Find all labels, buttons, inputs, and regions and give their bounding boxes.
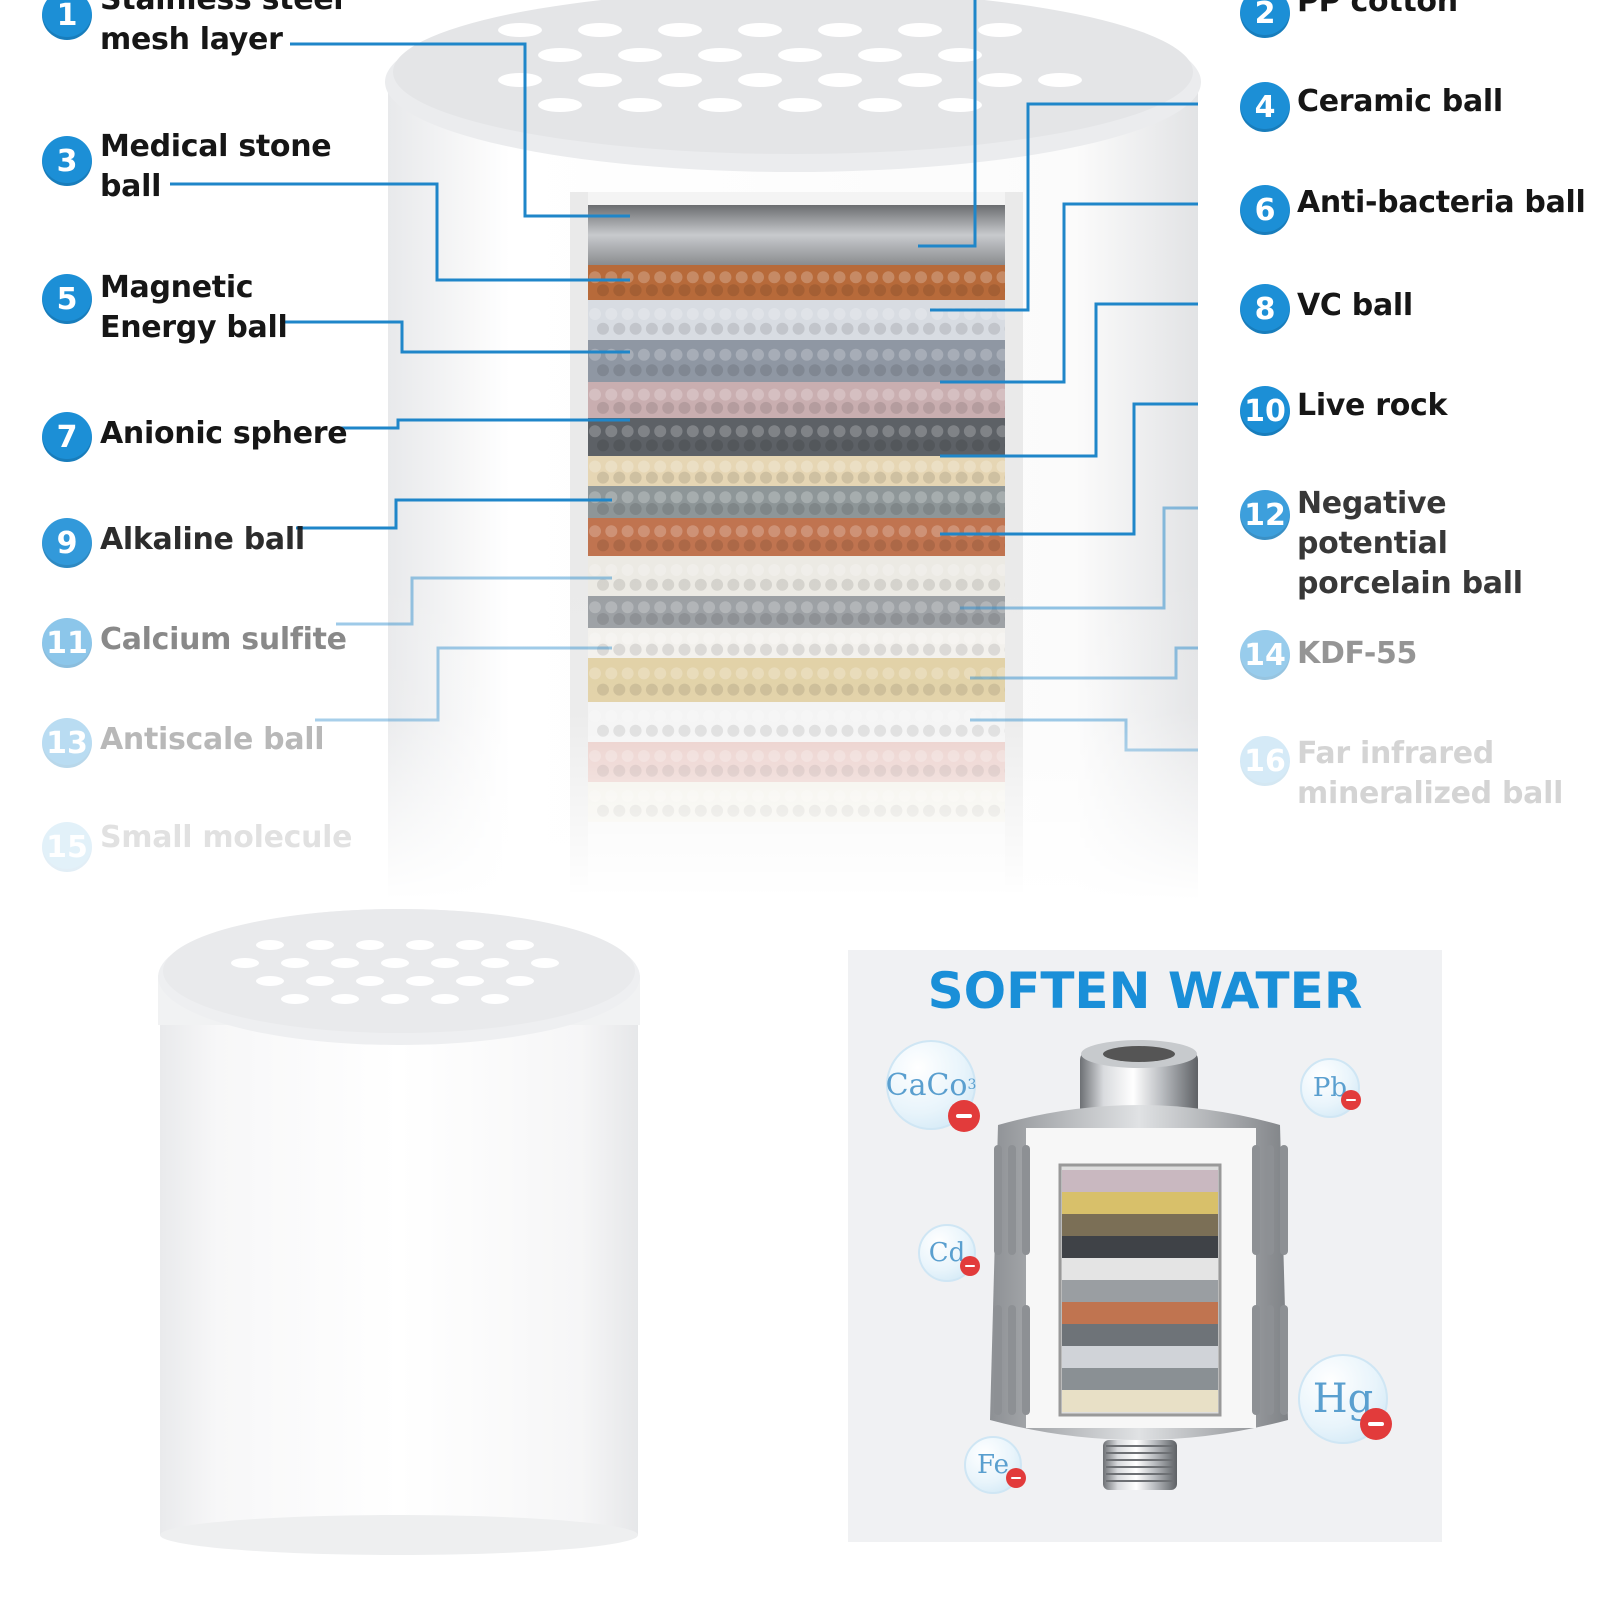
mini-media-layers (1062, 1170, 1218, 1412)
minus-icon (1006, 1468, 1026, 1488)
layer-label-2: PP cotton (1297, 0, 1458, 19)
layer-badge-4: 4 (1240, 82, 1290, 132)
shower-filter-unit (990, 1040, 1288, 1490)
layer-label-13: Antiscale ball (100, 722, 325, 757)
layer-label-10: Live rock (1297, 388, 1448, 423)
chem-bubble-fe: Fe (964, 1436, 1022, 1494)
layer-badge-5: 5 (42, 274, 92, 324)
layer-badge-16: 16 (1240, 736, 1290, 786)
chem-symbol-cd: Cd (928, 1238, 966, 1268)
layer-badge-3: 3 (42, 136, 92, 186)
layer-label-16: Far infrared mineralized ball (1297, 736, 1564, 811)
layer-label-14: KDF-55 (1297, 636, 1418, 671)
layer-badge-9: 9 (42, 518, 92, 568)
layer-badge-1: 1 (42, 0, 92, 40)
layer-badge-10: 10 (1240, 386, 1290, 436)
layer-badge-13: 13 (42, 718, 92, 768)
soften-water-title: SOFTEN WATER (927, 962, 1363, 1020)
layer-label-3: Medical stone ball (100, 129, 332, 204)
layer-label-7: Anionic sphere (100, 416, 348, 451)
cap-holes (498, 23, 1082, 112)
thread-lines (1106, 1445, 1174, 1482)
layer-label-4: Ceramic ball (1297, 84, 1503, 119)
minus-icon (1360, 1408, 1392, 1440)
layer-label-9: Alkaline ball (100, 522, 305, 557)
minus-icon (948, 1100, 980, 1132)
minus-icon (1341, 1090, 1361, 1110)
chem-symbol-caco3: CaCo (885, 1067, 968, 1103)
layer-label-5: Magnetic Energy ball (100, 270, 288, 345)
layer-badge-6: 6 (1240, 185, 1290, 235)
layer-label-1: Stainless steel mesh layer (100, 0, 344, 57)
housing-ribs (994, 1145, 1288, 1415)
layer-badge-11: 11 (42, 618, 92, 668)
layer-badge-2: 2 (1240, 0, 1290, 38)
soften-water-panel: SOFTEN WATER (848, 950, 1442, 1542)
chem-subscript-caco3: 3 (967, 1077, 977, 1093)
chem-bubble-pb: Pb (1300, 1058, 1360, 1118)
layer-badge-8: 8 (1240, 284, 1290, 334)
cartridge-cutaway (0, 0, 1600, 900)
chem-symbol-fe: Fe (976, 1450, 1009, 1480)
layer-badge-12: 12 (1240, 490, 1290, 540)
layer-label-11: Calcium sulfite (100, 622, 347, 657)
layer-badge-15: 15 (42, 822, 92, 872)
layer-badge-14: 14 (1240, 630, 1290, 680)
layer-label-8: VC ball (1297, 288, 1413, 323)
minus-icon (960, 1256, 980, 1276)
filter-cartridge-product (158, 909, 640, 1555)
layer-label-12: Negative potential porcelain ball (1297, 486, 1523, 601)
layer-label-6: Anti-bacteria ball (1297, 185, 1586, 220)
cartridge-cap-holes (231, 940, 559, 1004)
layer-label-15: Small molecule (100, 820, 353, 855)
layer-badge-7: 7 (42, 412, 92, 462)
